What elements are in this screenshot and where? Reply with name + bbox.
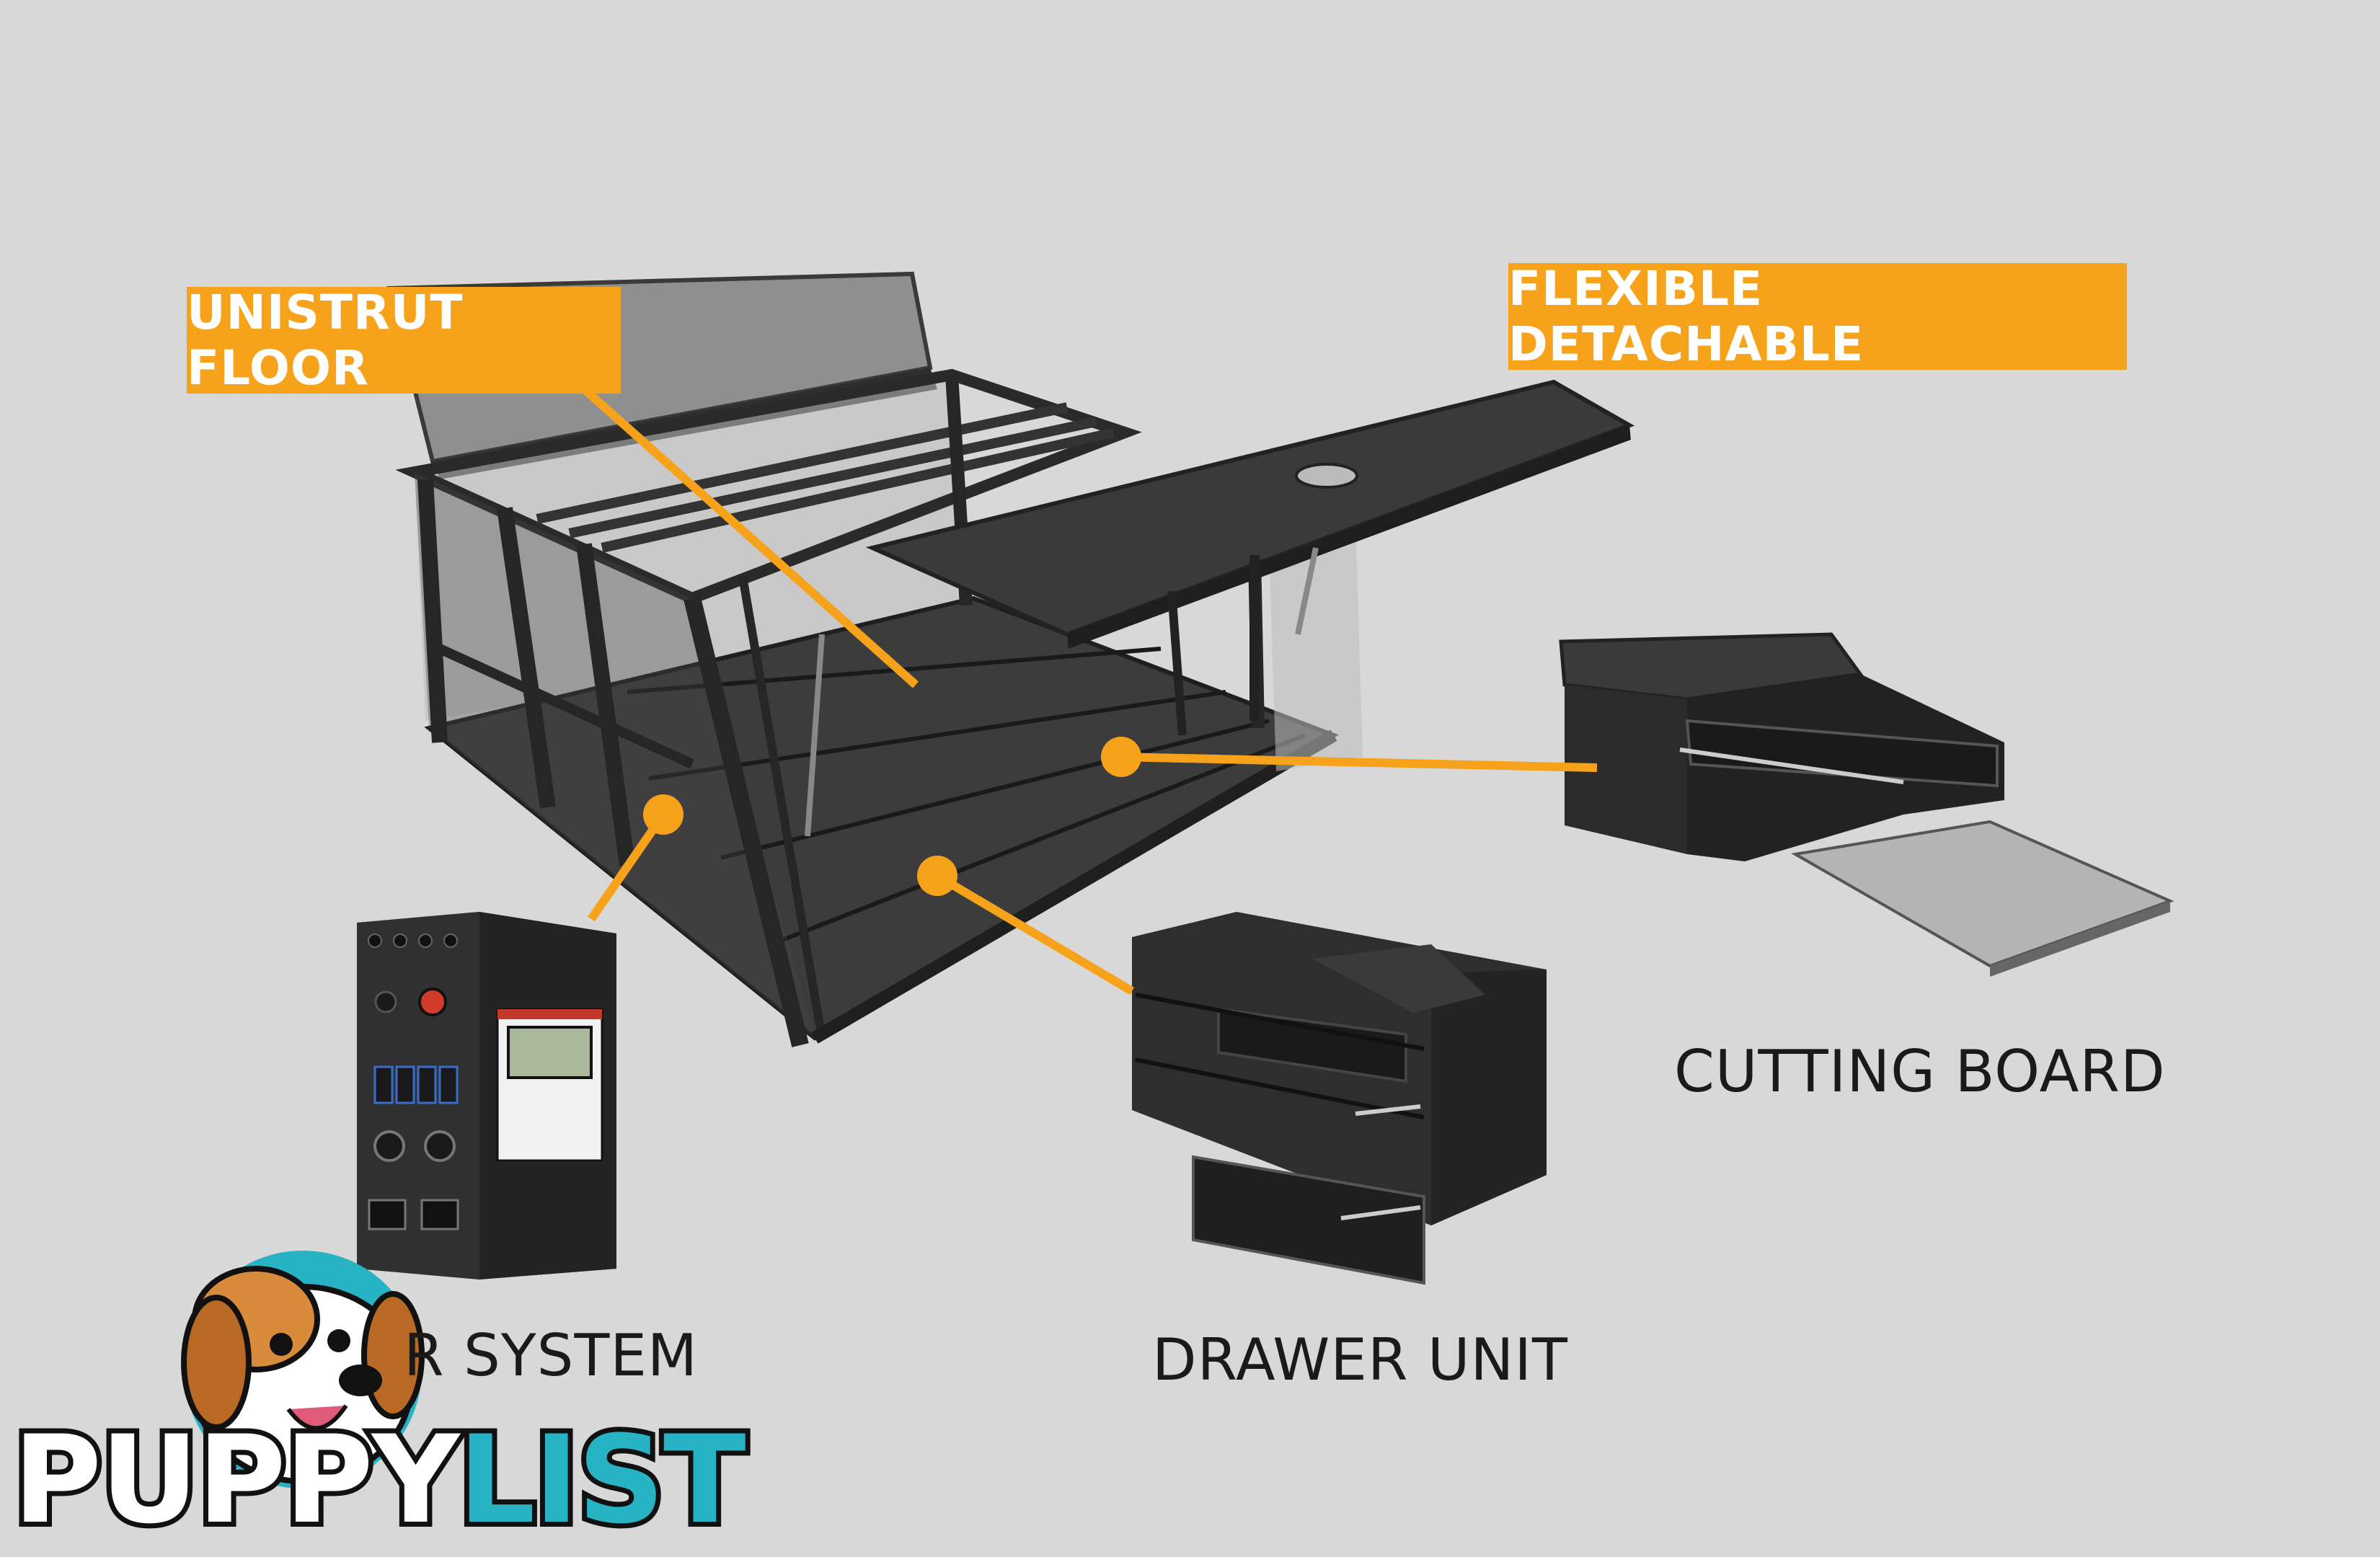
cutting-board-unit — [1559, 632, 2175, 977]
brand-word-list: LIST — [453, 1404, 751, 1556]
drawer-unit — [1132, 912, 1547, 1285]
puppylist-watermark: PUPPYLIST — [8, 1404, 751, 1556]
brand-word-puppy: PUPPY — [8, 1404, 464, 1556]
flexible-detachable-callout: FLEXIBLE DETACHABLE — [1508, 261, 2127, 372]
callout-connectors — [578, 382, 1598, 995]
dog-mascot-logo — [181, 1251, 425, 1489]
drawer-unit-label: DRAWER UNIT — [1152, 1326, 1568, 1393]
cutting-board-label: CUTTING BOARD — [1674, 1038, 2166, 1105]
power-system-unit — [357, 912, 616, 1279]
canopy-frame — [386, 271, 1635, 1047]
power-system-label: R SYSTEM — [404, 1322, 698, 1389]
unistrut-floor-callout: UNISTRUT FLOOR — [187, 285, 621, 396]
